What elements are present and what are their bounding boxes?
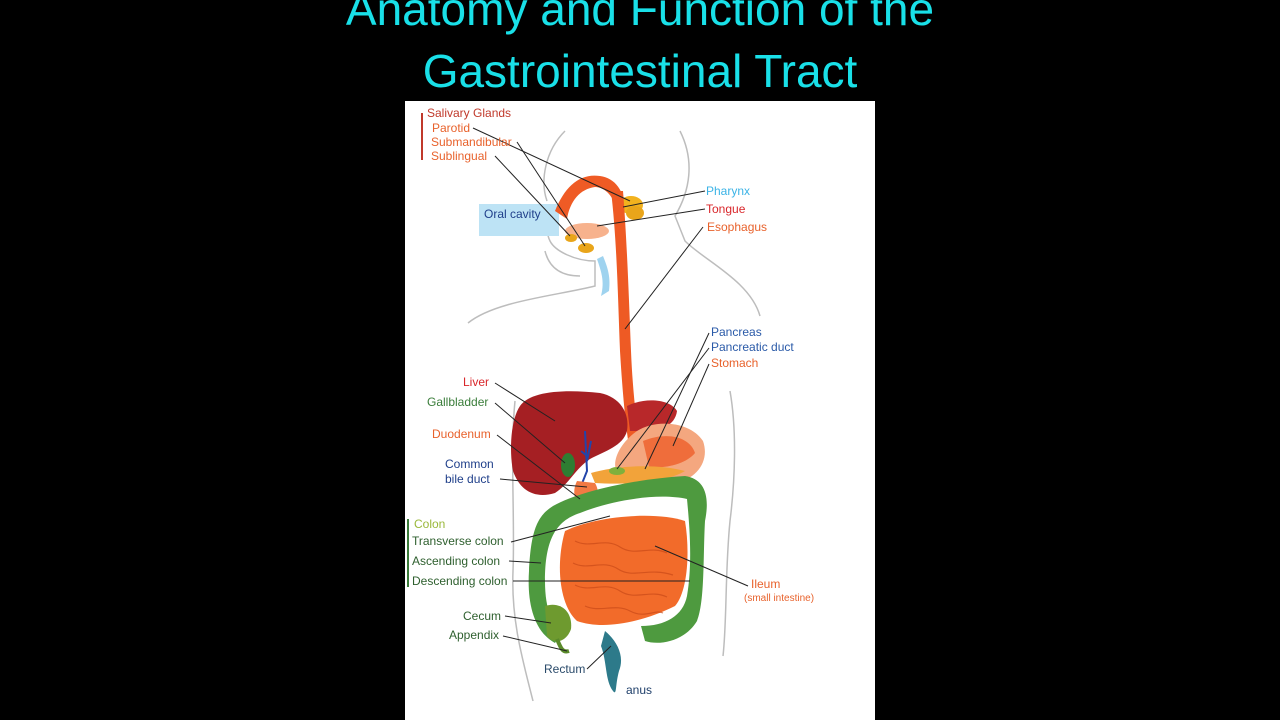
rectum-shape (601, 631, 622, 693)
liver-left-lobe (627, 400, 677, 431)
tongue-shape (565, 223, 609, 239)
pharynx-shape (597, 256, 610, 296)
label-submandibular: Submandibular (431, 135, 512, 149)
label-rectum: Rectum (544, 662, 586, 676)
colon-group-bar (407, 519, 409, 587)
sublingual-gland (565, 234, 577, 242)
label-salivary-glands: Salivary Glands (427, 106, 512, 120)
salivary-group-bar (421, 113, 423, 160)
label-liver: Liver (463, 375, 490, 389)
label-common-bile-duct-2: bile duct (445, 472, 490, 486)
diagram-illustration (407, 113, 761, 702)
gallbladder-shape (561, 453, 575, 477)
intestine-folds (572, 540, 674, 615)
slide-title-line2: Gastrointestinal Tract (422, 45, 858, 97)
label-pharynx: Pharynx (706, 184, 751, 198)
small-intestine-shape (559, 515, 688, 626)
label-parotid: Parotid (432, 121, 471, 135)
submandibular-gland (578, 243, 594, 253)
cecum-shape (545, 604, 572, 642)
label-common-bile-duct-1: Common (445, 457, 494, 471)
stomach-inner (643, 436, 695, 468)
label-transverse-colon: Transverse colon (412, 534, 504, 548)
label-pancreas: Pancreas (711, 325, 762, 339)
label-duodenum: Duodenum (432, 427, 491, 441)
label-ascending-colon: Ascending colon (412, 554, 501, 568)
label-esophagus: Esophagus (707, 220, 768, 234)
parotid-gland-2 (626, 206, 644, 220)
label-gallbladder: Gallbladder (427, 395, 489, 409)
label-descending-colon: Descending colon (412, 574, 508, 588)
label-oral-cavity: Oral cavity (484, 207, 541, 221)
label-ileum: Ileum (751, 577, 781, 591)
nasopharynx-shape (555, 175, 625, 219)
esophagus-shape (611, 191, 643, 469)
pancreatic-duct-shape (609, 467, 625, 475)
label-colon: Colon (414, 517, 446, 531)
slide-title-line1: Anatomy and Function of the (345, 0, 935, 35)
label-cecum: Cecum (463, 609, 502, 623)
label-sublingual: Sublingual (431, 149, 488, 163)
label-tongue: Tongue (706, 202, 746, 216)
label-ileum-sub: (small intestine) (744, 593, 815, 604)
leader-lines (472, 127, 749, 670)
label-stomach: Stomach (711, 356, 759, 370)
liver-shape (511, 391, 628, 495)
label-pancreatic-duct: Pancreatic duct (711, 340, 794, 354)
digestive-system-diagram: Salivary Glands Parotid Submandibular Su… (405, 101, 875, 720)
label-appendix: Appendix (449, 628, 500, 642)
bile-duct-shape (580, 430, 592, 487)
label-anus: anus (626, 683, 653, 697)
